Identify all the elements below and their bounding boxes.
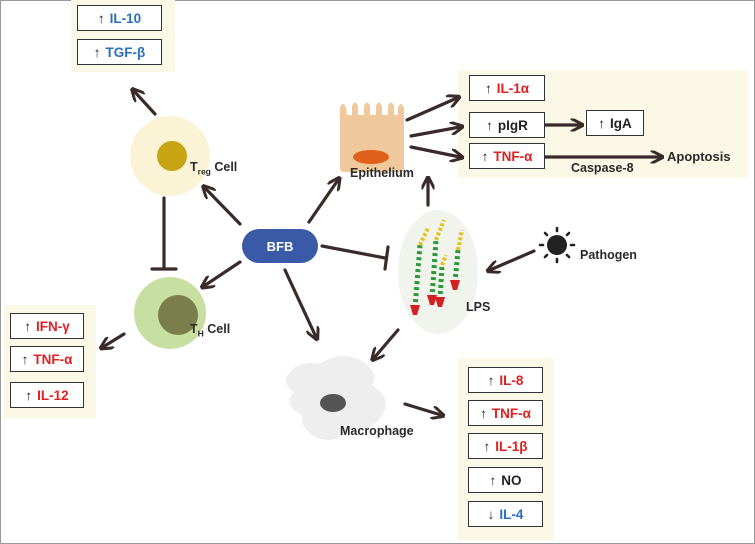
arrow-lps-to-macrophage (374, 328, 400, 358)
epithelium-output-box: ↑TNF-α (469, 143, 545, 169)
arrow-bfb-to-th (204, 260, 242, 286)
lps-molecule (410, 227, 430, 315)
macrophage-output-box: ↑IL-8 (468, 367, 543, 393)
apoptosis-label: Apoptosis (667, 149, 731, 164)
arrow-bfb-to-epithelium (307, 180, 338, 224)
macrophage-cell (285, 355, 386, 441)
lps-molecule (450, 229, 464, 290)
caspase-8-label: Caspase-8 (571, 161, 634, 175)
inhibit-bfb-lps (320, 244, 390, 271)
pathogen-label: Pathogen (580, 248, 637, 262)
th-output-box: ↑TNF-α (10, 346, 84, 372)
lps-region (398, 210, 478, 334)
inhibit-treg-th (150, 196, 178, 271)
arrow-epithelium-to-pigr (409, 127, 460, 138)
arrow-epithelium-to-il1a (405, 98, 457, 122)
lps-molecule (427, 219, 446, 305)
macrophage-output-box: ↑IL-1β (468, 433, 543, 459)
epithelium-output-box: ↑pIgR (469, 112, 545, 138)
epithelium-label: Epithelium (350, 166, 414, 180)
th-cell (134, 277, 206, 349)
arrow-epithelium-to-tnfa (409, 145, 460, 157)
th-cell-label: TH Cell (190, 322, 231, 339)
iga-box: ↑IgA (586, 110, 644, 136)
lps-molecule (435, 254, 448, 307)
macrophage-output-box: ↑NO (468, 467, 543, 493)
macrophage-output-box: ↓IL-4 (468, 501, 543, 527)
treg-output-box: ↑IL-10 (77, 5, 162, 31)
arrow-bfb-to-macrophage (283, 268, 316, 337)
lps-label: LPS (466, 300, 491, 314)
pathogen-icon (538, 226, 576, 264)
macrophage-label: Macrophage (340, 424, 414, 438)
arrow-th-to-outputs (103, 332, 126, 347)
arrow-macrophage-to-outputs (403, 402, 441, 415)
macrophage-output-box: ↑TNF-α (468, 400, 543, 426)
arrow-treg-to-outputs (134, 91, 157, 116)
arrow-pathogen-to-lps (490, 249, 536, 270)
th-output-box: ↑IL-12 (10, 382, 84, 408)
epithelium-output-box: ↑IL-1α (469, 75, 545, 101)
th-output-box: ↑IFN-γ (10, 313, 84, 339)
epithelium-cell (340, 102, 404, 172)
treg-cell-label: Treg Cell (190, 160, 238, 177)
treg-cell (130, 116, 210, 196)
bfb-node: BFB (242, 229, 318, 263)
treg-output-box: ↑TGF-β (77, 39, 162, 65)
arrow-bfb-to-treg (205, 188, 242, 226)
